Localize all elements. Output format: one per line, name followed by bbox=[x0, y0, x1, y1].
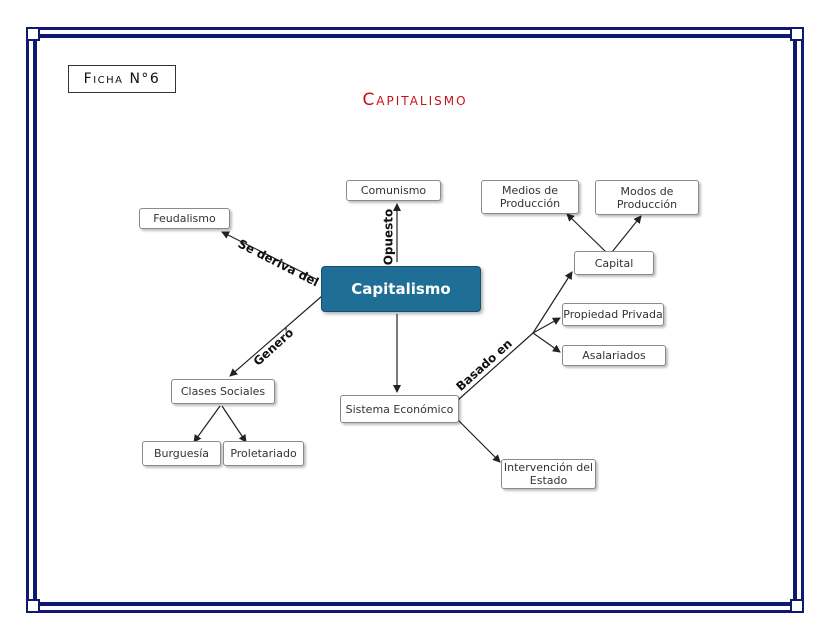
node-medios-line1: Medios de bbox=[501, 184, 558, 197]
link-modos bbox=[611, 215, 642, 253]
link-proletariado bbox=[221, 405, 247, 443]
node-modos-line2: Producción bbox=[616, 197, 678, 211]
corner-ornament bbox=[790, 599, 804, 613]
node-capitalismo: Capitalismo bbox=[321, 266, 481, 312]
node-sistema-economico: Sistema Económico bbox=[340, 395, 459, 423]
link-basado bbox=[457, 332, 534, 401]
node-medios-produccion: Medios de Producción bbox=[481, 180, 579, 214]
link-burguesia bbox=[193, 405, 221, 443]
corner-ornament bbox=[790, 27, 804, 41]
link-medios bbox=[566, 213, 607, 253]
node-burguesia: Burguesía bbox=[142, 441, 221, 466]
node-asalariados: Asalariados bbox=[562, 345, 666, 366]
node-intervencion-line1: Intervención del bbox=[503, 461, 594, 474]
node-modos-line1: Modos de bbox=[620, 184, 674, 198]
inner-frame bbox=[33, 34, 797, 606]
corner-ornament bbox=[26, 27, 40, 41]
link-label-opuesto: Opuesto bbox=[381, 208, 396, 266]
node-intervencion-estado: Intervención del Estado bbox=[501, 459, 596, 489]
link-genero bbox=[229, 295, 323, 377]
node-feudalismo: Feudalismo bbox=[139, 208, 230, 229]
link-propiedad bbox=[532, 317, 561, 334]
node-capital: Capital bbox=[574, 251, 654, 275]
page-title: Capitalismo bbox=[362, 90, 468, 110]
node-propiedad-privada: Propiedad Privada bbox=[562, 303, 664, 326]
link-intervencion bbox=[457, 419, 501, 463]
node-modos-produccion: Modos de Producción bbox=[595, 180, 699, 215]
node-proletariado: Proletariado bbox=[223, 441, 304, 466]
node-comunismo: Comunismo bbox=[346, 180, 441, 201]
corner-ornament bbox=[26, 599, 40, 613]
node-intervencion-line2: Estado bbox=[529, 474, 568, 487]
node-clases-sociales: Clases Sociales bbox=[171, 379, 275, 404]
outer-frame bbox=[26, 27, 804, 613]
ficha-label: Ficha N°6 bbox=[68, 65, 176, 93]
node-medios-line2: Producción bbox=[499, 197, 561, 210]
link-se-deriva bbox=[221, 231, 319, 281]
link-capital bbox=[532, 271, 573, 334]
link-asalariados bbox=[532, 332, 561, 353]
